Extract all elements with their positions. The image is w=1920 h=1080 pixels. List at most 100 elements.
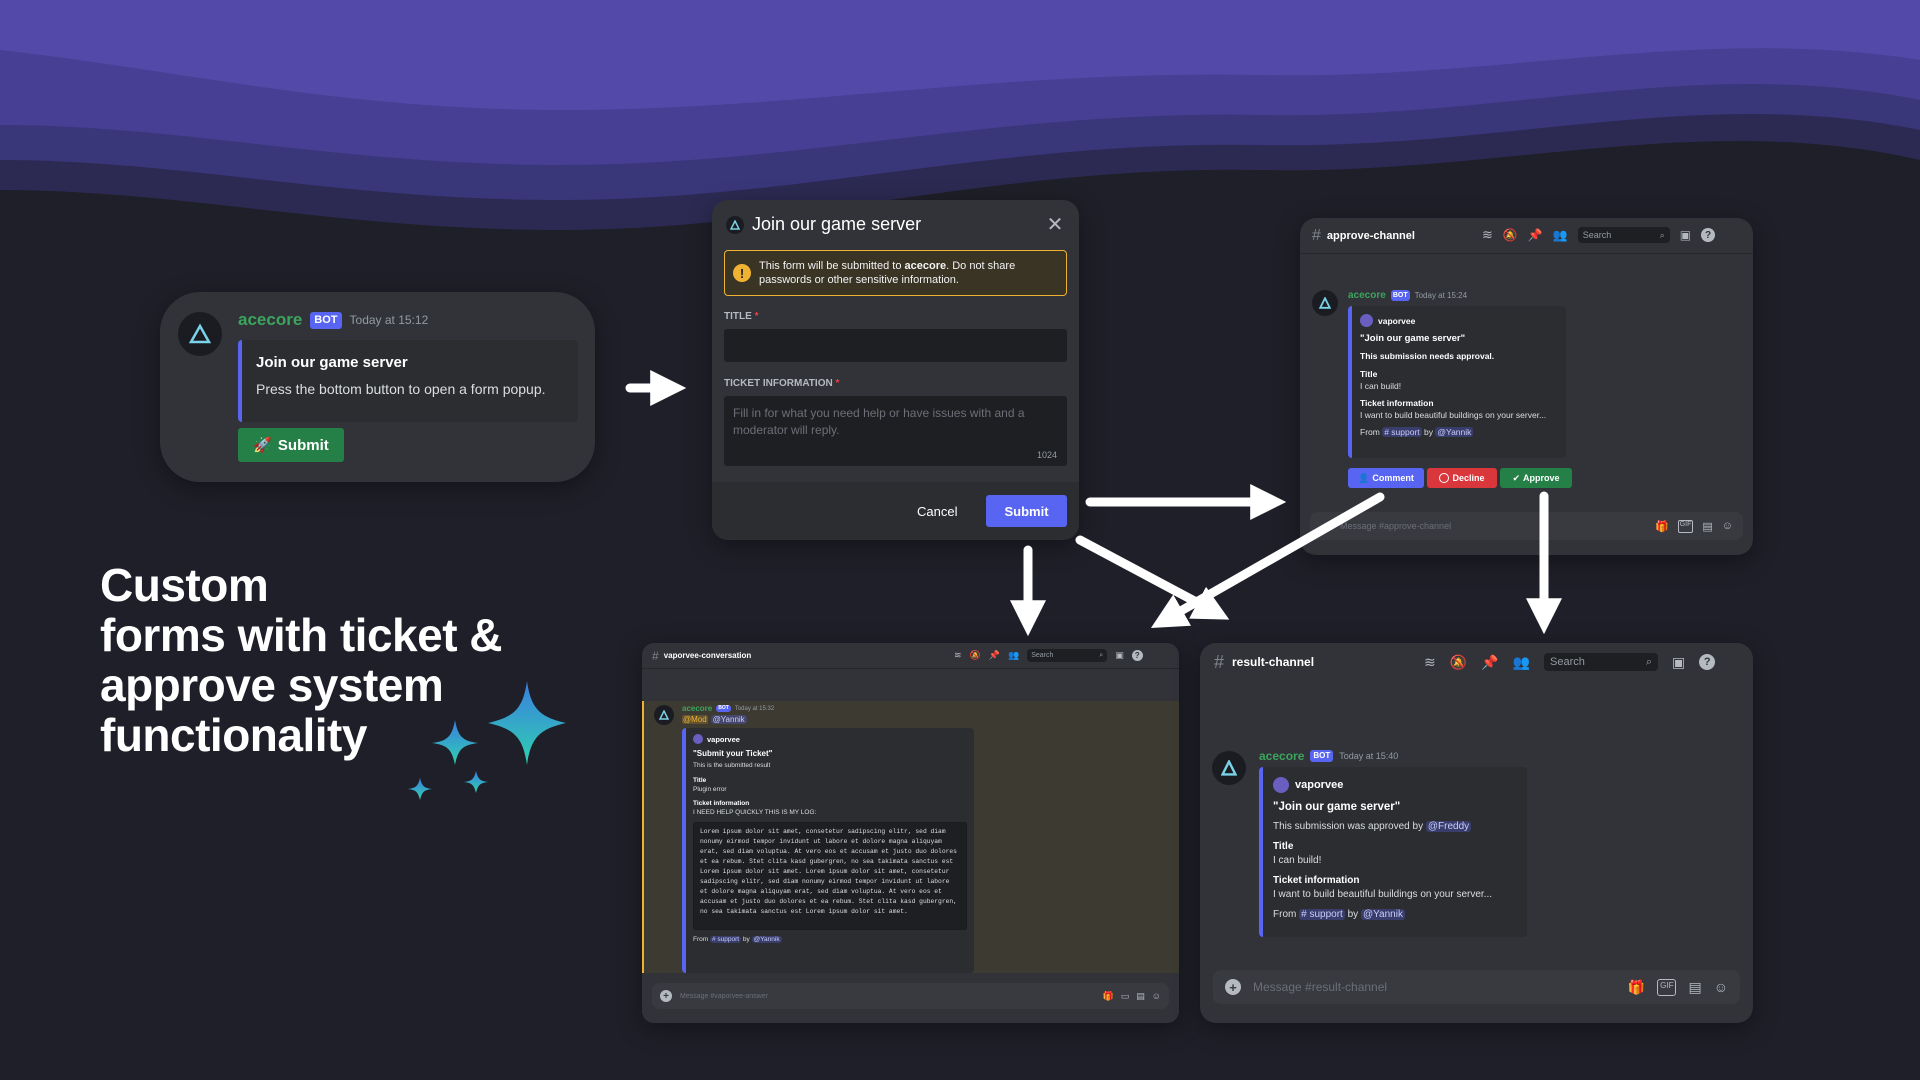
emoji-icon[interactable]: ☺ bbox=[1151, 990, 1161, 1001]
inbox-icon[interactable]: ▣ bbox=[1115, 650, 1124, 660]
message-timestamp: Today at 15:32 bbox=[734, 705, 775, 712]
ticket-field-label: TICKET INFORMATION * bbox=[724, 378, 840, 389]
result-channel-window: # result-channel ≋ 🔕 📌 👥 Search⌕ ▣ ? ace… bbox=[1200, 643, 1753, 1023]
pin-icon[interactable]: 📌 bbox=[1527, 228, 1543, 242]
submit-button[interactable]: 🚀 Submit bbox=[238, 428, 344, 462]
threads-icon[interactable]: ≋ bbox=[954, 650, 962, 660]
hashtag-icon: # bbox=[652, 648, 659, 663]
bot-name[interactable]: acecore bbox=[682, 704, 713, 713]
field-title-value: I can build! bbox=[1360, 381, 1402, 391]
bot-message-card: acecore BOT Today at 15:12 Join our game… bbox=[160, 292, 595, 482]
message-timestamp: Today at 15:40 bbox=[1339, 751, 1399, 761]
gif-icon[interactable]: ▭ bbox=[1120, 990, 1130, 1001]
warning-icon: ! bbox=[733, 264, 751, 282]
message-input[interactable]: +Message #vaporvee-answer 🎁▭▤☺ bbox=[652, 983, 1169, 1009]
gif-icon[interactable]: GIF bbox=[1677, 519, 1694, 533]
rocket-icon: 🚀 bbox=[253, 437, 272, 454]
bot-badge: BOT bbox=[310, 311, 342, 329]
pin-icon[interactable]: 📌 bbox=[1481, 653, 1499, 670]
result-embed: vaporvee "Join our game server" This sub… bbox=[1259, 767, 1527, 937]
mod-mention[interactable]: @Mod bbox=[682, 715, 708, 724]
bot-avatar bbox=[654, 705, 674, 725]
emoji-icon[interactable]: ☺ bbox=[1713, 978, 1728, 995]
inbox-icon[interactable]: ▣ bbox=[1679, 228, 1692, 242]
approve-button[interactable]: ✔Approve bbox=[1500, 468, 1572, 488]
help-icon[interactable]: ? bbox=[1699, 654, 1716, 670]
close-icon[interactable]: ✕ bbox=[1046, 213, 1064, 236]
embed-author: vaporvee bbox=[1295, 779, 1344, 791]
title-input[interactable] bbox=[724, 329, 1067, 362]
emoji-icon[interactable]: ☺ bbox=[1721, 519, 1733, 532]
message-timestamp: Today at 15:12 bbox=[349, 313, 429, 327]
comment-icon: 👤 bbox=[1358, 472, 1370, 483]
field-title-label: Title bbox=[1360, 369, 1378, 379]
mute-bell-icon[interactable]: 🔕 bbox=[969, 650, 981, 660]
threads-icon[interactable]: ≋ bbox=[1424, 653, 1436, 670]
help-icon[interactable]: ? bbox=[1131, 650, 1143, 661]
mute-bell-icon[interactable]: 🔕 bbox=[1502, 228, 1518, 242]
sparkle-icons bbox=[408, 681, 566, 800]
bot-name[interactable]: acecore bbox=[1259, 749, 1305, 763]
channel-name[interactable]: approve-channel bbox=[1326, 229, 1415, 242]
modal-bot-avatar bbox=[726, 215, 744, 234]
message-timestamp: Today at 15:24 bbox=[1414, 291, 1468, 300]
bot-name[interactable]: acecore bbox=[238, 310, 303, 329]
sticker-icon[interactable]: ▤ bbox=[1136, 990, 1145, 1001]
field-info-label: Ticket information bbox=[1360, 398, 1434, 408]
ticket-textarea[interactable]: Fill in for what you need help or have i… bbox=[724, 396, 1067, 466]
inbox-icon[interactable]: ▣ bbox=[1672, 653, 1686, 670]
members-icon[interactable]: 👥 bbox=[1007, 650, 1020, 660]
headline: Custom forms with ticket & approve syste… bbox=[100, 560, 570, 760]
gift-icon[interactable]: 🎁 bbox=[1102, 990, 1114, 1001]
field-title-value: I can build! bbox=[1273, 855, 1322, 866]
bot-badge: BOT bbox=[1390, 290, 1410, 301]
pin-icon[interactable]: 📌 bbox=[988, 650, 1000, 660]
search-input[interactable]: Search⌕ bbox=[1577, 227, 1670, 243]
bot-name[interactable]: acecore bbox=[1348, 290, 1386, 301]
hashtag-icon: # bbox=[1312, 226, 1321, 244]
decline-button[interactable]: Decline bbox=[1427, 468, 1497, 488]
vaporvee-conversation-window: # vaporvee-conversation ≋ 🔕 📌 👥 Search⌕ … bbox=[642, 643, 1179, 1023]
comment-button[interactable]: 👤Comment bbox=[1348, 468, 1424, 488]
modal-submit-button[interactable]: Submit bbox=[986, 495, 1067, 527]
threads-icon[interactable]: ≋ bbox=[1482, 227, 1493, 242]
field-title-value: Plugin error bbox=[693, 786, 727, 793]
search-icon: ⌕ bbox=[1659, 229, 1665, 240]
sparkle-tiny-icon bbox=[408, 778, 432, 800]
members-icon[interactable]: 👥 bbox=[1512, 653, 1531, 670]
headline-line-1: Custom bbox=[100, 559, 269, 611]
gift-icon[interactable]: 🎁 bbox=[1654, 520, 1669, 533]
headline-line-3: approve system bbox=[100, 659, 444, 711]
mute-bell-icon[interactable]: 🔕 bbox=[1449, 653, 1468, 670]
channel-name[interactable]: vaporvee-conversation bbox=[663, 651, 752, 660]
headline-line-4: functionality bbox=[100, 709, 367, 761]
add-attachment-icon[interactable]: + bbox=[1225, 979, 1241, 995]
sticker-icon[interactable]: ▤ bbox=[1688, 978, 1702, 995]
code-block: Lorem ipsum dolor sit amet, consetetur s… bbox=[693, 822, 967, 930]
help-icon[interactable]: ? bbox=[1701, 228, 1716, 242]
message-input[interactable]: Message #approve-channel 🎁GIF▤☺ bbox=[1310, 512, 1743, 540]
embed-title: "Join our game server" bbox=[1273, 801, 1401, 813]
message-embed: Join our game server Press the bottom bu… bbox=[238, 340, 578, 422]
form-modal: Join our game server ✕ ! This form will … bbox=[712, 200, 1079, 540]
add-attachment-icon[interactable]: + bbox=[660, 990, 672, 1002]
gift-icon[interactable]: 🎁 bbox=[1627, 978, 1646, 995]
members-icon[interactable]: 👥 bbox=[1552, 228, 1568, 242]
cancel-button[interactable]: Cancel bbox=[917, 504, 958, 519]
acecore-logo-icon bbox=[189, 323, 211, 344]
user-mention[interactable]: @Yannik bbox=[710, 715, 747, 724]
message-input[interactable]: +Message #result-channel 🎁GIF▤☺ bbox=[1213, 970, 1740, 1004]
channel-name[interactable]: result-channel bbox=[1232, 655, 1315, 669]
background-waves bbox=[0, 0, 1920, 230]
sticker-icon[interactable]: ▤ bbox=[1702, 520, 1713, 533]
approve-channel-window: # approve-channel ≋ 🔕 📌 👥 Search⌕ ▣ ? ac… bbox=[1300, 218, 1753, 555]
embed-footer: From # support by @Yannik bbox=[693, 936, 782, 943]
search-input[interactable]: Search⌕ bbox=[1544, 653, 1659, 671]
char-counter: 1024 bbox=[1036, 450, 1057, 460]
search-input[interactable]: Search⌕ bbox=[1027, 649, 1108, 662]
gif-icon[interactable]: GIF bbox=[1657, 978, 1677, 996]
author-avatar bbox=[693, 734, 703, 744]
author-avatar bbox=[1360, 314, 1373, 327]
bot-badge: BOT bbox=[716, 705, 731, 712]
